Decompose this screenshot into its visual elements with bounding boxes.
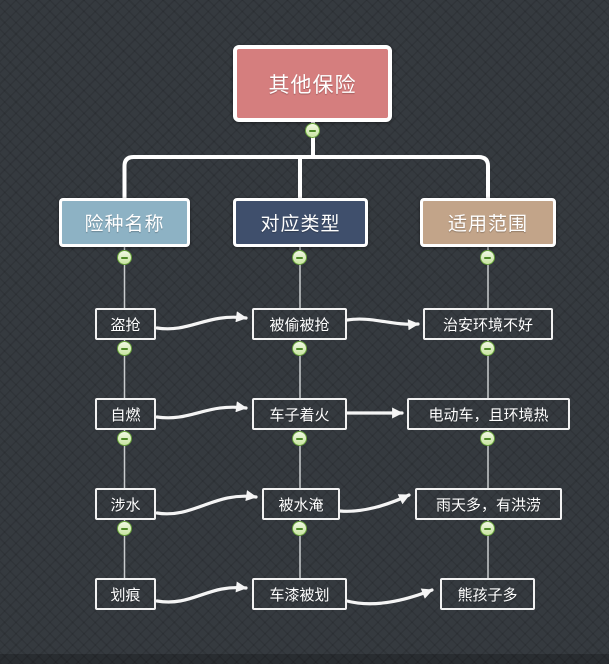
collapse-button-header-3[interactable] <box>480 250 495 265</box>
minus-icon <box>121 256 128 259</box>
collapse-button-theft[interactable] <box>117 341 132 356</box>
node-scratch[interactable]: 划痕 <box>95 578 156 610</box>
node-electric-car-hot-env[interactable]: 电动车，且环境热 <box>407 398 570 430</box>
collapse-button-flooded[interactable] <box>292 521 307 536</box>
minus-icon <box>484 347 491 350</box>
collapse-button-security[interactable] <box>480 341 495 356</box>
arrow-ignite-to-fire <box>155 401 248 420</box>
root-topic-other-insurance[interactable]: 其他保险 <box>233 45 392 122</box>
collapse-button-wading[interactable] <box>117 521 132 536</box>
collapse-button-header-1[interactable] <box>117 250 132 265</box>
header-corresponding-type[interactable]: 对应类型 <box>233 198 368 247</box>
collapse-button-electric[interactable] <box>480 431 495 446</box>
arrow-wading-to-flooded <box>155 490 258 516</box>
collapse-button-ignition[interactable] <box>117 431 132 446</box>
relation-arrows <box>155 311 434 606</box>
minus-icon <box>484 527 491 530</box>
header-insurance-name[interactable]: 险种名称 <box>59 198 190 247</box>
minus-icon <box>121 527 128 530</box>
node-rainy-flood-prone[interactable]: 雨天多，有洪涝 <box>415 488 562 520</box>
node-wading[interactable]: 涉水 <box>95 488 156 520</box>
node-car-fire[interactable]: 车子着火 <box>252 398 347 430</box>
minus-icon <box>296 256 303 259</box>
collapse-button-rainy[interactable] <box>480 521 495 536</box>
node-stolen-robbed[interactable]: 被偷被抢 <box>252 308 347 340</box>
collapse-button-stolen[interactable] <box>292 341 307 356</box>
minus-icon <box>484 256 491 259</box>
collapse-button-root[interactable] <box>305 123 320 138</box>
collapse-button-header-2[interactable] <box>292 250 307 265</box>
minus-icon <box>121 347 128 350</box>
collapse-button-fire[interactable] <box>292 431 307 446</box>
node-bad-public-security[interactable]: 治安环境不好 <box>423 308 553 340</box>
minus-icon <box>121 437 128 440</box>
arrow-paint-to-kids <box>345 588 434 606</box>
header-applicable-scope[interactable]: 适用范围 <box>420 198 556 247</box>
arrow-theft-to-stolen <box>155 311 248 331</box>
node-flooded[interactable]: 被水淹 <box>262 488 340 520</box>
minus-icon <box>484 437 491 440</box>
arrow-scratch-to-paint <box>155 581 248 604</box>
minus-icon <box>309 129 316 132</box>
node-naughty-kids[interactable]: 熊孩子多 <box>440 578 535 610</box>
node-theft[interactable]: 盗抢 <box>95 308 156 340</box>
arrow-flooded-to-rainy <box>338 493 411 513</box>
minus-icon <box>296 527 303 530</box>
node-paint-scratched[interactable]: 车漆被划 <box>252 578 347 610</box>
node-self-ignition[interactable]: 自燃 <box>95 398 156 430</box>
minus-icon <box>296 347 303 350</box>
arrow-stolen-to-security <box>345 317 420 331</box>
minus-icon <box>296 437 303 440</box>
